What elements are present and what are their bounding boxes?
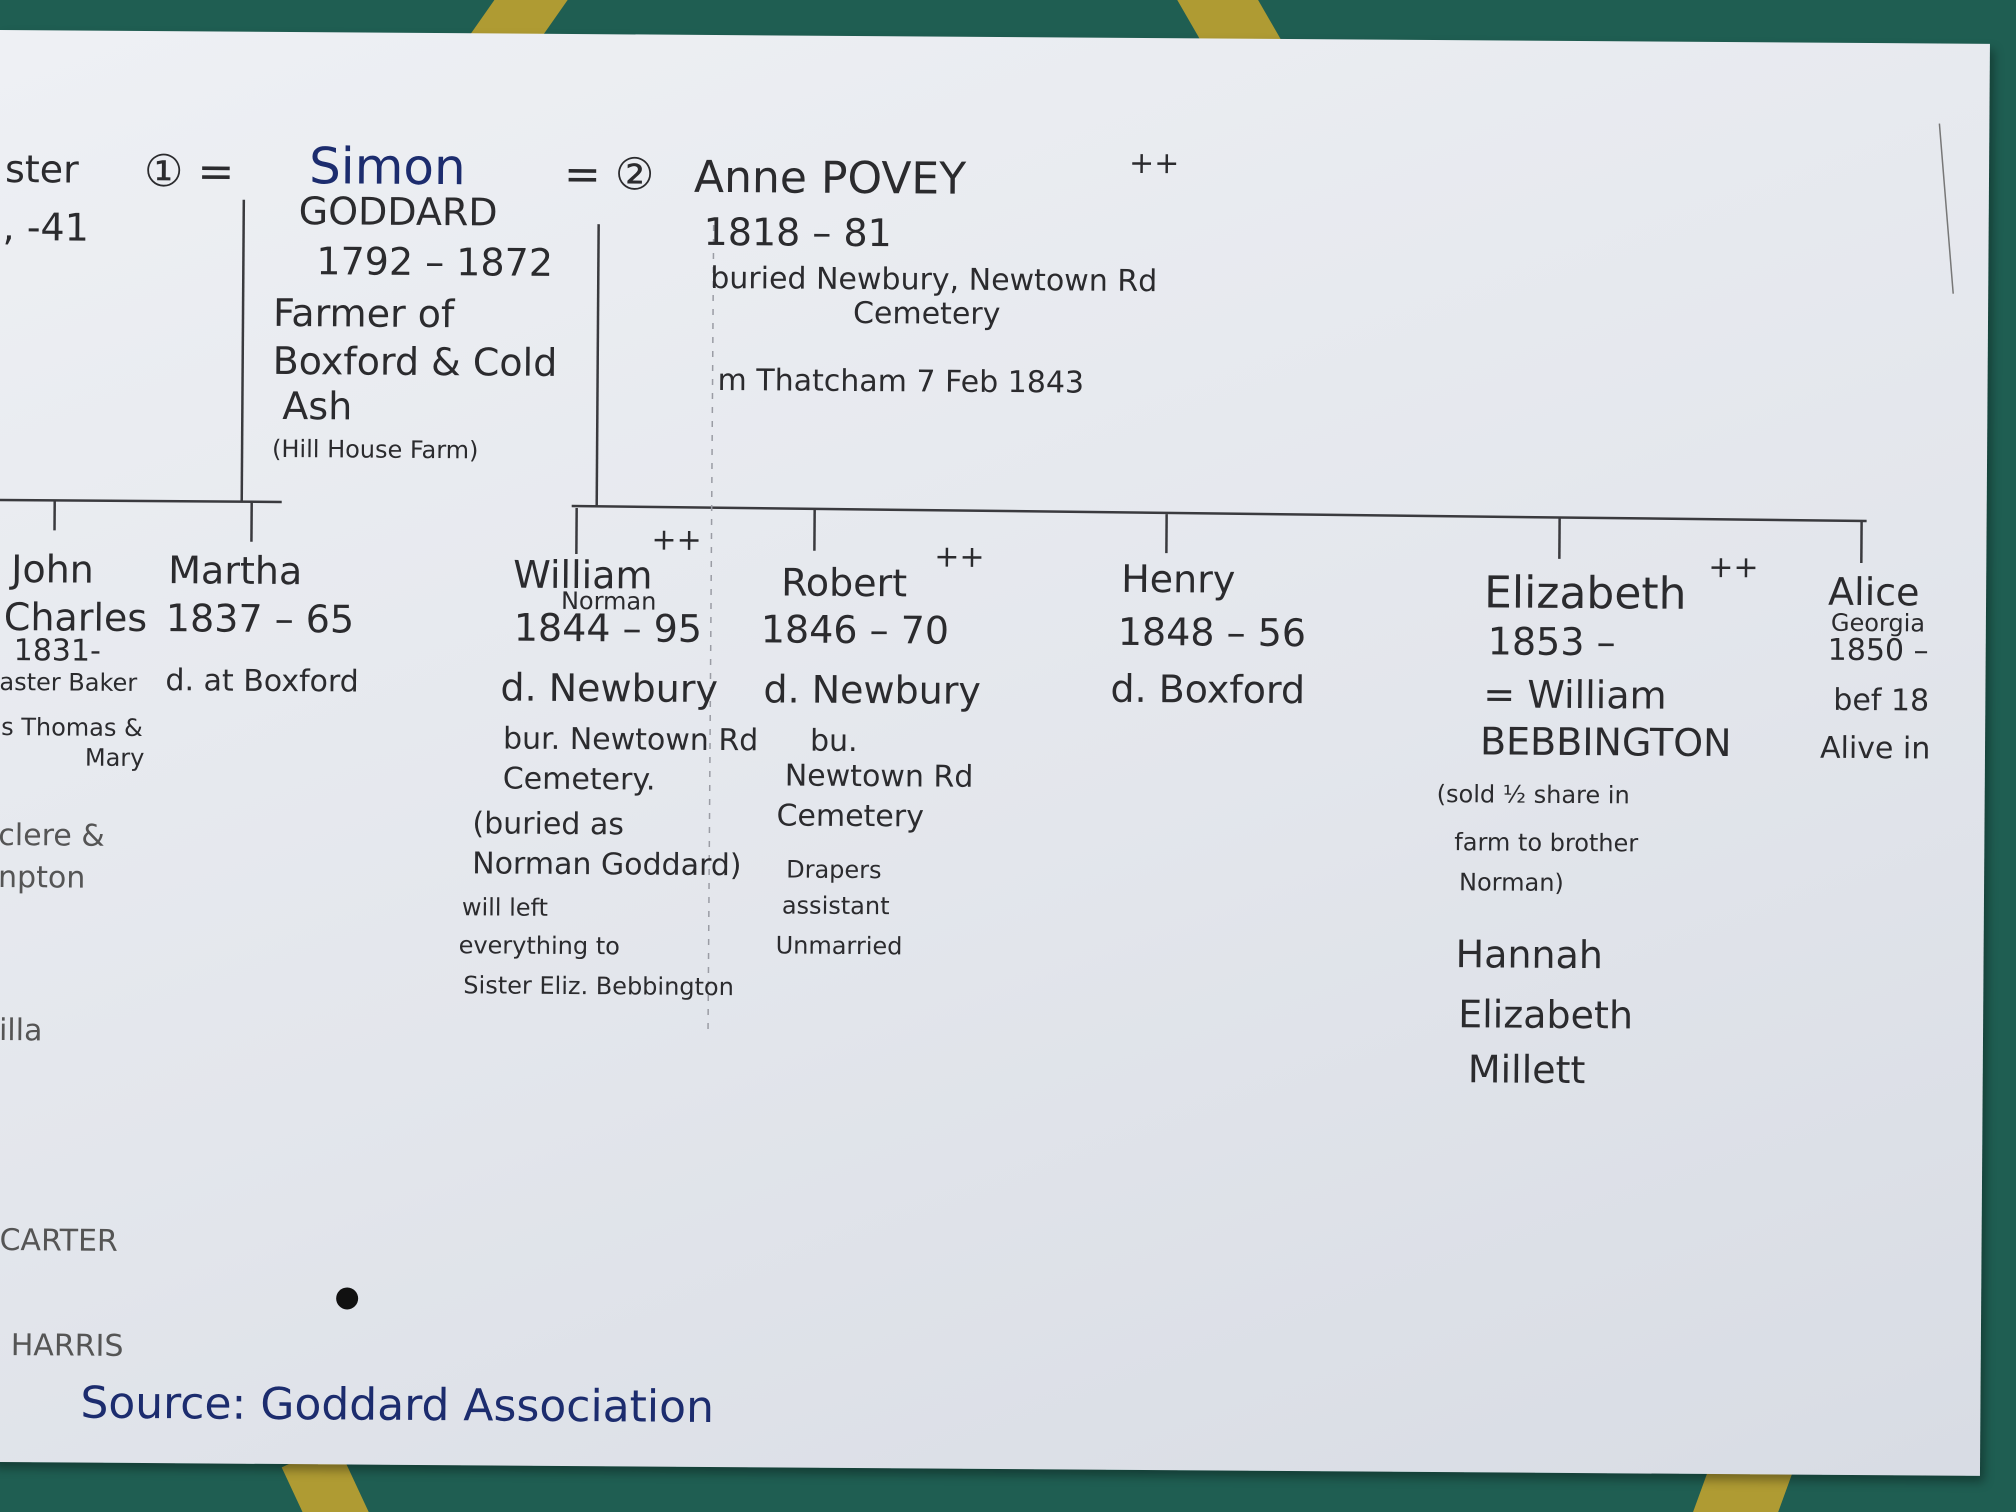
- elizabeth-spouse-surname: BEBBINGTON: [1479, 719, 1732, 766]
- elizabeth-spouse-name: = William: [1483, 672, 1667, 718]
- robert-name: Robert: [781, 560, 908, 606]
- marriage-two-marker: = ②: [563, 148, 655, 201]
- william-note-6: will left: [461, 893, 549, 922]
- elizabeth-child-3: Millett: [1467, 1047, 1586, 1093]
- william-dates: 1844 – 95: [513, 605, 703, 651]
- robert-note-6: assistant: [781, 891, 890, 921]
- henry-dates: 1848 – 56: [1117, 609, 1307, 656]
- tree-connectors: [0, 123, 1954, 1035]
- simon-note-2: Boxford & Cold: [272, 338, 558, 385]
- robert-dates: 1846 – 70: [760, 607, 950, 653]
- elizabeth-child-2: Elizabeth: [1458, 992, 1634, 1038]
- robert-note-4: Cemetery: [776, 798, 925, 835]
- left-note-5: HARRIS: [10, 1328, 124, 1364]
- alice-note-2: Alive in: [1819, 730, 1931, 767]
- elizabeth-mark: ++: [1708, 549, 1759, 586]
- source-note: Source: Goddard Association: [80, 1377, 715, 1434]
- john-name: John: [11, 547, 95, 592]
- fold-line: [707, 224, 715, 1035]
- alice-dates: 1850 –: [1827, 632, 1929, 669]
- simon-note-3: Ash: [282, 383, 353, 429]
- robert-note-3: Newtown Rd: [784, 758, 974, 795]
- marriage-one-marker: ① =: [143, 146, 235, 198]
- henry-name: Henry: [1121, 556, 1236, 602]
- anne-dates: 1818 – 81: [703, 209, 892, 256]
- simon-first-name: Simon: [308, 137, 466, 197]
- john-note-2: s Thomas &: [1, 713, 143, 743]
- anne-burial-2: Cemetery: [852, 295, 1001, 332]
- simon-note-4: (Hill House Farm): [271, 434, 479, 465]
- robert-mark: ++: [934, 539, 985, 575]
- connector-second-marriage: [595, 224, 600, 507]
- robert-note-7: Unmarried: [775, 931, 903, 961]
- anne-name: Anne POVEY: [693, 151, 967, 205]
- william-note-4: (buried as: [472, 806, 625, 843]
- elizabeth-dates: 1853 –: [1487, 619, 1616, 665]
- william-note-5: Norman Goddard): [472, 846, 742, 884]
- martha-name: Martha: [168, 548, 303, 594]
- william-note-3: Cemetery.: [502, 761, 656, 798]
- john-note-1: aster Baker: [0, 668, 138, 697]
- henry-note-1: d. Boxford: [1110, 666, 1306, 713]
- connector-first-marriage: [240, 199, 246, 502]
- paper-hole: [336, 1287, 359, 1310]
- elizabeth-note-3: Norman): [1458, 868, 1564, 897]
- martha-dates: 1837 – 65: [165, 596, 355, 642]
- simon-note-1: Farmer of: [272, 290, 455, 337]
- left-spouse-dates: , -41: [2, 205, 90, 250]
- william-mark: ++: [651, 522, 702, 558]
- anne-burial-1: buried Newbury, Newtown Rd: [710, 260, 1158, 300]
- edge-mark: [1938, 123, 1954, 294]
- robert-note-1: d. Newbury: [763, 667, 982, 713]
- elizabeth-note-2: farm to brother: [1454, 828, 1639, 858]
- left-note-1: clere &: [0, 818, 105, 854]
- alice-note-1: bef 18: [1833, 682, 1930, 719]
- left-note-3: illa: [0, 1013, 43, 1049]
- robert-note-2: bu.: [809, 723, 858, 760]
- robert-note-5: Drapers: [786, 855, 882, 885]
- connector-children-bar: [571, 504, 1867, 523]
- left-spouse-name: ster: [4, 147, 79, 192]
- john-note-3: Mary: [84, 743, 145, 773]
- connector-left-bar: [0, 498, 282, 504]
- alice-name: Alice: [1827, 569, 1920, 615]
- left-note-4: CARTER: [0, 1223, 118, 1259]
- john-dates: 1831-: [13, 633, 101, 669]
- william-note-1: d. Newbury: [500, 665, 719, 712]
- simon-surname: GODDARD: [298, 189, 498, 235]
- elizabeth-name: Elizabeth: [1483, 567, 1687, 620]
- elizabeth-note-1: (sold ½ share in: [1436, 780, 1630, 810]
- martha-note: d. at Boxford: [165, 663, 359, 700]
- simon-dates: 1792 – 1872: [316, 239, 554, 285]
- william-note-8: Sister Eliz. Bebbington: [463, 971, 734, 1002]
- left-note-2: npton: [0, 860, 86, 896]
- william-note-2: bur. Newtown Rd: [502, 721, 759, 759]
- elizabeth-child-1: Hannah: [1455, 932, 1604, 978]
- anne-mark: ++: [1128, 145, 1180, 182]
- william-note-7: everything to: [458, 931, 620, 961]
- anne-marriage: m Thatcham 7 Feb 1843: [717, 363, 1085, 401]
- family-tree-sheet: ster , -41 ① = Simon GODDARD 1792 – 1872…: [0, 30, 1990, 1476]
